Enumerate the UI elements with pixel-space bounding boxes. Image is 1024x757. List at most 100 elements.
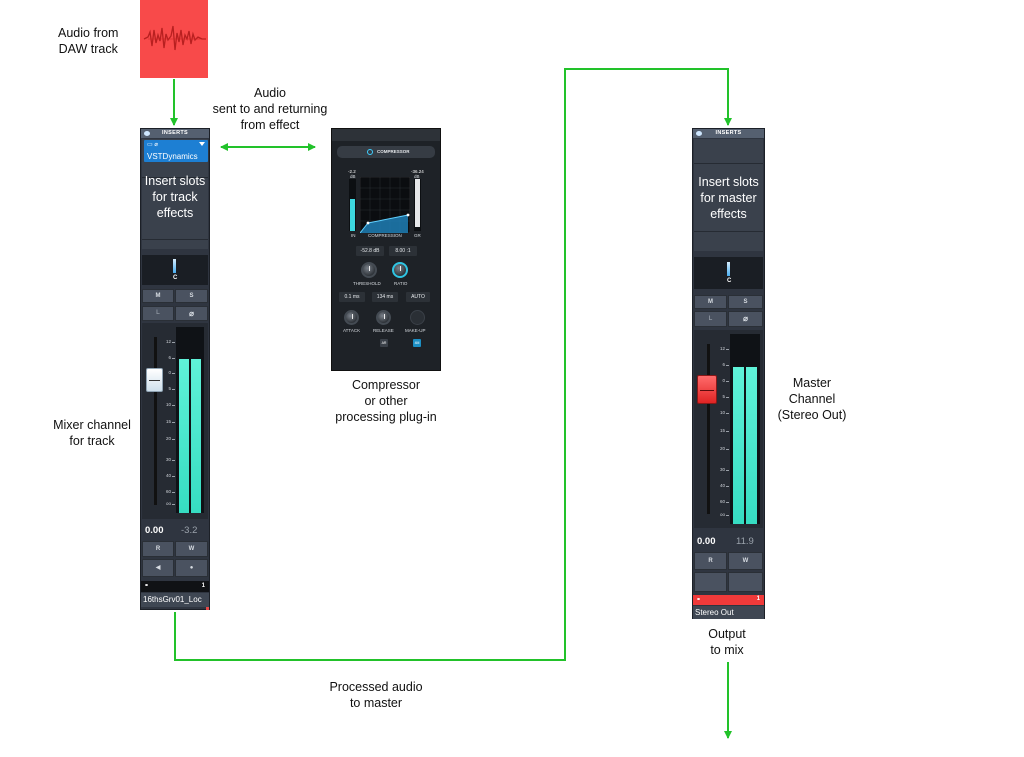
- db-label: dB: [350, 174, 356, 179]
- record-button[interactable]: ●: [175, 559, 208, 577]
- scale-label: 40: [165, 472, 171, 478]
- attack-label: ATTACK: [343, 328, 361, 333]
- gr-label: GR: [414, 233, 421, 238]
- insert-slot-vstdynamics[interactable]: ▭ ⌀ VSTDynamics: [144, 140, 208, 162]
- release-knob[interactable]: [376, 310, 391, 325]
- inserts-header: INSERTS: [141, 129, 209, 138]
- write-button[interactable]: W: [728, 552, 763, 570]
- release-label: RELEASE: [373, 328, 394, 333]
- fader-track: [154, 337, 157, 505]
- volume-fader[interactable]: [146, 368, 163, 392]
- scale-label: 6: [168, 354, 171, 360]
- db-label: dB: [414, 174, 420, 179]
- gr-meter: [414, 179, 421, 231]
- scale-tick: [726, 431, 729, 432]
- scale-label: 60: [165, 488, 171, 494]
- ratio-value[interactable]: 8.00 :1: [389, 246, 417, 256]
- scale-label: 10: [719, 410, 725, 416]
- solo-button[interactable]: S: [728, 295, 763, 309]
- power-icon[interactable]: [696, 131, 702, 136]
- inserts-header: INSERTS: [693, 129, 764, 138]
- meter-left: [733, 367, 744, 524]
- auto-button[interactable]: AUTO: [406, 292, 430, 302]
- release-value[interactable]: 134 ms: [372, 292, 398, 302]
- monitor-button[interactable]: ◀: [142, 559, 174, 577]
- scale-tick: [172, 439, 175, 441]
- threshold-label: THRESHOLD: [353, 281, 381, 286]
- scale-tick: [172, 388, 175, 390]
- chevron-down-icon[interactable]: [199, 142, 205, 146]
- mute-button[interactable]: M: [694, 295, 727, 309]
- power-icon[interactable]: [144, 131, 150, 136]
- power-icon[interactable]: [367, 149, 373, 155]
- solo-button[interactable]: S: [175, 289, 208, 303]
- compression-graph: [360, 177, 410, 233]
- pan-control[interactable]: C: [142, 255, 208, 285]
- scale-tick: [726, 381, 729, 383]
- input-meter: [349, 179, 356, 231]
- listen-button[interactable]: L: [694, 311, 727, 327]
- scale-label: 30: [719, 467, 725, 473]
- scale-label: 0: [722, 378, 725, 384]
- fader-track: [707, 344, 710, 514]
- pan-control[interactable]: C: [694, 257, 763, 289]
- scale-tick: [172, 475, 175, 477]
- graph-label: COMPRESSION: [368, 233, 402, 238]
- audio-clip: [140, 0, 208, 78]
- channel-name[interactable]: Stereo Out: [693, 606, 764, 619]
- scale-label: 15: [719, 428, 725, 433]
- threshold-knob[interactable]: [361, 262, 377, 278]
- 4m-button[interactable]: 4M: [413, 339, 421, 347]
- scale-tick: [726, 502, 729, 504]
- scale-tick: [726, 397, 729, 399]
- volume-fader[interactable]: [697, 375, 717, 404]
- scale-label: 12: [165, 338, 171, 344]
- write-button[interactable]: W: [175, 541, 208, 557]
- scale-label: oo: [165, 500, 171, 506]
- scale-tick: [172, 357, 175, 359]
- scale-tick: [726, 514, 729, 516]
- listen-button[interactable]: L: [142, 306, 174, 321]
- insert-slots: [694, 139, 763, 251]
- phase-button[interactable]: ⌀: [175, 306, 208, 321]
- channel-name[interactable]: 16thsGrv01_Loc: [141, 593, 209, 607]
- scale-tick: [172, 491, 175, 493]
- scale-tick: [726, 413, 729, 415]
- makeup-label: MAKE-UP: [405, 328, 426, 333]
- scale-tick: [172, 341, 175, 343]
- empty-button[interactable]: [728, 572, 763, 592]
- plugin-icon: ▭ ⌀: [147, 142, 158, 148]
- scale-label: oo: [719, 511, 725, 517]
- makeup-knob[interactable]: [410, 310, 425, 325]
- volume-readout[interactable]: 0.00: [697, 536, 716, 547]
- scale-label: 20: [719, 445, 725, 451]
- scale-label: 5: [722, 394, 725, 400]
- ratio-label: RATIO: [394, 281, 408, 286]
- ratio-knob[interactable]: [392, 262, 408, 278]
- attack-knob[interactable]: [344, 310, 359, 325]
- scale-label: 15: [165, 419, 171, 424]
- ar-button[interactable]: AR: [380, 339, 388, 347]
- peak-readout: -3.2: [181, 525, 198, 536]
- mute-button[interactable]: M: [142, 289, 174, 303]
- attack-value[interactable]: 0.1 ms: [339, 292, 365, 302]
- meter-right: [746, 367, 757, 524]
- meter-left: [179, 359, 189, 513]
- link-icon: ⚭: [696, 597, 702, 603]
- volume-readout[interactable]: 0.00: [145, 525, 164, 536]
- wire-track-to-master: [174, 68, 732, 661]
- plugin-titlebar: COMPRESSOR: [337, 146, 435, 158]
- threshold-value[interactable]: -52.8 dB: [356, 246, 384, 256]
- phase-button[interactable]: ⌀: [728, 311, 763, 327]
- read-button[interactable]: R: [142, 541, 174, 557]
- empty-button[interactable]: [694, 572, 727, 592]
- read-button[interactable]: R: [694, 552, 727, 570]
